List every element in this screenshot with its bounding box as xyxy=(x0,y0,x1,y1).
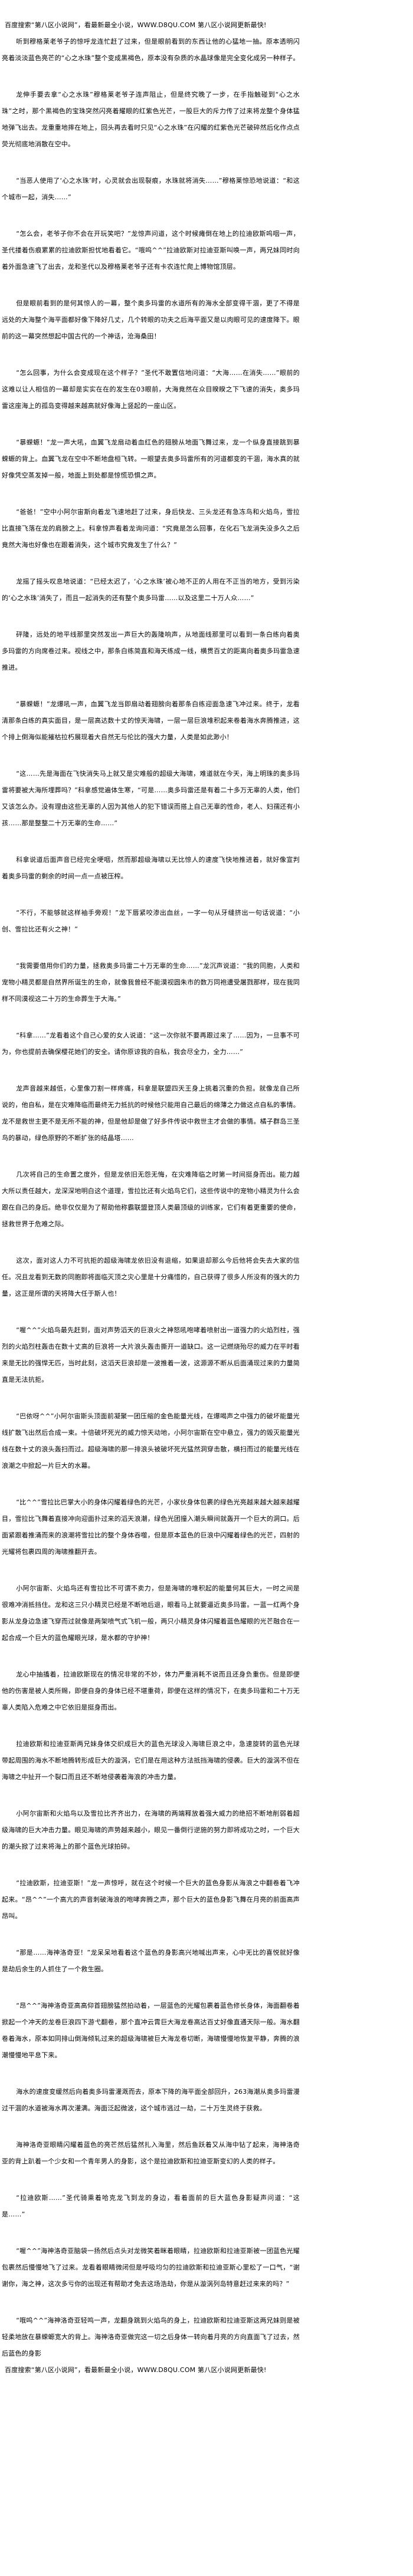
story-paragraph: “科拿……”龙看着这个自己心爱的女人说道：“这一次你就不要再跟过来了……因为，一… xyxy=(2,1032,300,1056)
story-paragraph: “喔^^”海神洛奇亚脑袋一扬然后点头对龙微笑着眯着眼睛，拉迪欧斯和拉迪亚斯被一团… xyxy=(2,2247,300,2288)
story-paragraph: 科拿说道后面声音已经完全哽咽，然而那超级海啸以无比惊人的速度飞快地推进着，就好像… xyxy=(2,856,300,880)
site-banner-bottom: 百度搜索“第八区小说网”，看最新最全小说，WWW.D8QU.COM 第八区小说网… xyxy=(5,2366,267,2374)
story-paragraph: “暴蝾螈！”龙一声大吼，血翼飞龙扇动着血红色的翅膀从地面飞舞过来，龙一个纵身直接… xyxy=(2,439,300,479)
story-paragraph: 砰隆，远处的地平线那里突然发出一声巨大的轰隆响声，从地面线那里可以看到一条白练向… xyxy=(2,631,300,671)
story-paragraph: 听到穆格莱老爷子的惊呼龙连忙赶了过来，但是眼前看到的东西让他的心猛地一抽。原本透… xyxy=(2,38,300,62)
story-paragraph: “这……先是海面在飞快消失马上就又是灾难般的超级大海啸，难道就在今天，海上明珠的… xyxy=(2,770,300,827)
story-paragraph: “比^^”雪拉比巴掌大小的身体闪耀着绿色的光芒，小家伙身体包裹的绿色光亮越来越大… xyxy=(2,1498,300,1556)
site-banner-top: 百度搜索“第八区小说网”，看最新最全小说，WWW.D8QU.COM 第八区小说网… xyxy=(5,21,267,29)
story-paragraph: 小阿尔宙斯、火焰鸟还有雪拉比不可谓不卖力，但是海啸的堆积起的能量何其巨大，一时之… xyxy=(2,1585,300,1642)
story-paragraph: 龙心中抽搐着，拉迪欧斯现在的情况非常的不妙，体力严重消耗不说而且还身负重伤。但是… xyxy=(2,1671,300,1711)
chapter-page: 百度搜索“第八区小说网”，看最新最全小说，WWW.D8QU.COM 第八区小说网… xyxy=(2,21,300,2374)
story-paragraph: “拉迪欧斯，拉迪亚斯！”龙一声惊呼，就在这个时候一个巨大的蓝色身影从海浪之中翻卷… xyxy=(2,1879,300,1920)
story-paragraph: 小阿尔宙斯和火焰鸟以及雪拉比齐齐出力，在海啸的两端释放着强大威力的绝招不断地削弱… xyxy=(2,1810,300,1850)
story-paragraph: “巴依呀^^”小阿尔宙斯头顶面前凝聚一团压缩的金色能量光线，在爆喝声之中强力的破… xyxy=(2,1412,300,1470)
story-paragraph: “爸爸！”空中小阿尔宙斯向着龙飞速地赶了过来，身后快龙、三头龙还有急冻鸟和火焰鸟… xyxy=(2,508,300,549)
story-paragraph: 这次，面对这人力不可抗拒的超级海啸龙依旧没有退缩，如果退却那么今后他将会失去大家… xyxy=(2,1257,300,1297)
story-paragraph: 几次将自己的生命置之度外，但是龙依旧无怨无悔，在灾难降临之时第一时间挺身而出。能… xyxy=(2,1171,300,1228)
story-paragraph: “不行，不能够就这样袖手旁观！”龙下唇紧咬渗出血丝，一字一句从牙缝挤出一句话说道… xyxy=(2,909,300,933)
story-paragraph: “昂^^”海神洛奇亚高高仰首翅膀猛然拍动着，一层蓝色的光耀包裹着蓝色修长身体，海… xyxy=(2,2002,300,2059)
story-paragraph: “那是……海神洛奇亚！”龙呆呆地看着这个蓝色的身影高兴地喊出声来，心中无比的喜悦… xyxy=(2,1949,300,1973)
story-paragraph: “当恶人使用了‘心之水珠’时，心灵就会出现裂痕，水珠就将消失……”穆格莱惊恐地说… xyxy=(2,177,300,201)
story-paragraph: 海神洛奇亚眼睛闪耀着蓝色的亮芒然后猛然扎入海里，然后鱼跃着又从海中钻了起来，海神… xyxy=(2,2141,300,2165)
story-paragraph: “喔^^”火焰鸟最先赶到，面对声势滔天的巨浪火之神怒吼咆哮着喷射出一道强力的火焰… xyxy=(2,1326,300,1383)
story-paragraph: “哦呜^^”海神洛奇亚轻鸣一声，龙翻身跳到火焰鸟的身上，拉迪欧斯和拉迪亚斯这两兄… xyxy=(2,2317,300,2357)
story-paragraph: “怎么回事，为什么会变成现在这个样子？”圣代不敢置信地问道：“大海……在消失……… xyxy=(2,369,300,410)
story-paragraph: 海水的速度变缓然后向着奥多玛雷灌溉而去，原本下降的海平面全部回升，263海潮从奥… xyxy=(2,2088,300,2112)
story-paragraph: 但是眼前看到的是何其惊人的一幕，整个奥多玛雷的水道所有的海水全部变得干涸，更了不… xyxy=(2,299,300,340)
story-paragraph: “我需要借用你们的力量，拯救奥多玛雷二十万无辜的生命……”龙沉声说道：“我的同胞… xyxy=(2,962,300,1003)
story-paragraph: 龙声音越来越低，心里像刀割一样疼痛，科拿是联盟四天王身上挑着沉重的负担。就像龙自… xyxy=(2,1085,300,1142)
story-paragraph: “拉迪欧斯……”圣代骑乘着哈克龙飞到龙的身边，看着面前的巨大蓝色身影疑声问道：“… xyxy=(2,2194,300,2218)
story-paragraph: “怎么会，老爷子你不会在开玩笑吧？”龙惊声问道，这个时候瘫倒在地上的拉迪欧斯呜咽… xyxy=(2,230,300,271)
story-paragraph: 龙摇了摇头叹息地说道：“已经太迟了，‘心之水珠’被心地不正的人用在不正当的地方，… xyxy=(2,578,300,602)
story-paragraph: 龙伸手要去拿“心之水珠”穆格莱老爷子连声阻止，但是终究晚了一步，在手指触碰到“心… xyxy=(2,91,300,148)
chapter-body: 听到穆格莱老爷子的惊呼龙连忙赶了过来，但是眼前看到的东西让他的心猛地一抽。原本透… xyxy=(2,34,300,2362)
story-paragraph: 拉迪欧斯和拉迪亚斯两兄妹身体交织成巨大的蓝色光球没入海啸巨浪之中，急速旋转的蓝色… xyxy=(2,1740,300,1781)
story-paragraph: “暴蝾螈！”龙爆吼一声，血翼飞龙当即扇动着翅膀向着那条白练迎面急速飞冲过来。终于… xyxy=(2,700,300,741)
